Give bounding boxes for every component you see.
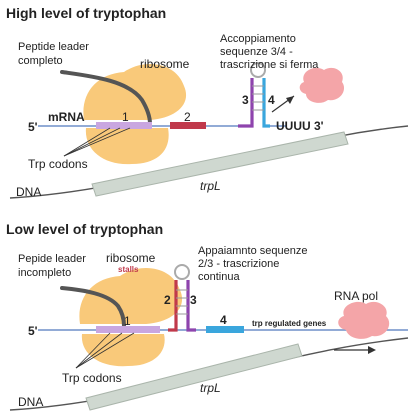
ribosome-label: ribosome [106,251,156,265]
release-arrow-head [286,96,294,104]
pairing-note-line3: trascrizione si ferma [220,59,319,71]
peptide-leader [60,286,126,328]
peptide-leader [60,70,152,126]
codon-pointer [63,127,121,157]
title-high: High level of tryptophan [6,5,166,21]
panel-low-tryptophan: Low level of tryptophan DNA trpL ribosom… [6,221,409,411]
dna-strand [85,343,303,411]
region-3-label: 3 [242,93,249,107]
region-3-label: 3 [190,293,197,307]
peptide-label-line2: completo [18,55,63,67]
region-4-bar [206,326,244,333]
trpl-label: trpL [200,179,221,193]
rna-pol-released [299,67,345,103]
peptide-label-line1: Peptide leader [18,41,89,53]
codon-pointer [75,332,123,369]
rna-pol-label: RNA pol [334,289,378,303]
dna-label: DNA [16,185,41,199]
genes-label: trp regulated genes [252,319,327,328]
terminator-stem-loop [238,62,270,128]
region-1-label: 1 [124,314,131,328]
trp-codons-label: Trp codons [62,371,122,385]
trpl-label: trpL [200,381,221,395]
uuuu-label: UUUU 3' [276,119,324,133]
pairing-note-line2: 2/3 - trascrizione [198,258,279,270]
pairing-note-line1: Accoppiamento [220,33,296,45]
codon-pointer [63,127,131,157]
antiterminator-stem-loop [168,264,196,332]
rna-pol [338,301,390,339]
codon-pointer [63,127,111,157]
direction-arrow-head [368,346,376,354]
dna-label: DNA [18,395,43,409]
pairing-note-line3: continua [198,271,240,283]
dna-strand [91,131,349,197]
region-1-bar [96,122,152,129]
codon-pointer [75,332,111,369]
ribosome-label: ribosome [140,57,190,71]
peptide-label-line2: incompleto [18,267,71,279]
region-2-label: 2 [184,110,191,124]
region-1-label: 1 [122,110,129,124]
panel-high-tryptophan: High level of tryptophan DNA trpL riboso… [6,5,409,199]
pairing-note-line1: Appaiamnto sequenze [198,245,307,257]
five-prime-label: 5' [28,324,38,338]
trp-codons-label: Trp codons [28,157,88,171]
five-prime-label: 5' [28,120,38,134]
title-low: Low level of tryptophan [6,221,163,237]
region-2-bar [170,122,206,129]
mrna-label: mRNA [48,110,85,124]
stalls-label: stalls [118,265,139,274]
codon-pointer [75,332,135,369]
ribosome [79,267,183,367]
region-1-bar [96,326,160,333]
peptide-label-line1: Pepide leader [18,253,86,265]
pairing-note-line2: sequenze 3/4 - [220,46,293,58]
region-2-label: 2 [164,293,171,307]
region-4-label: 4 [268,93,275,107]
region-4-label: 4 [220,313,227,327]
